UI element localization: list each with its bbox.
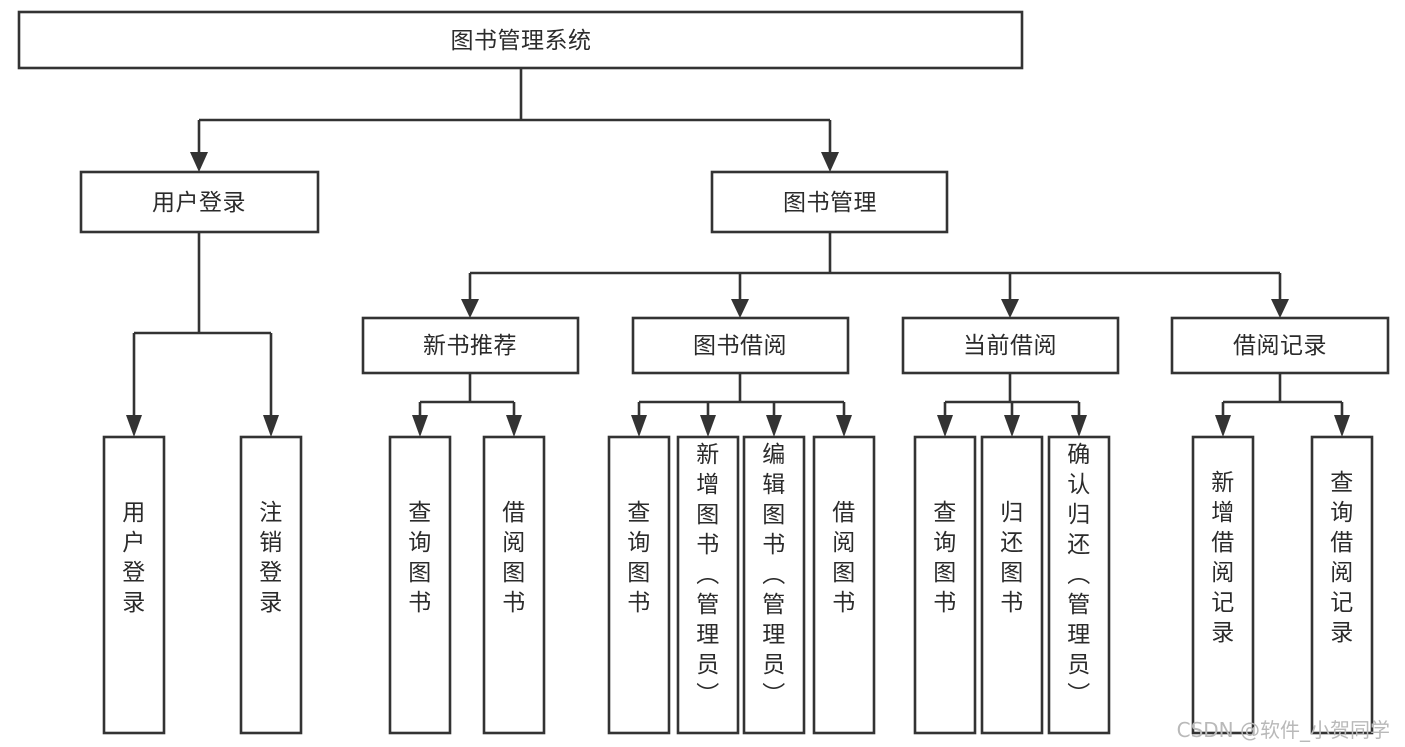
node-leaf-add-book-label: 新增图书︵管理员︶ bbox=[696, 442, 720, 708]
node-leaf-query-book-2[interactable]: 查询图书 bbox=[607, 435, 671, 735]
node-leaf-user-logout-box[interactable] bbox=[239, 435, 303, 735]
node-leaf-add-record-box[interactable] bbox=[1191, 435, 1255, 735]
node-leaf-edit-book-label: 编辑图书︵管理员︶ bbox=[762, 442, 786, 708]
node-user-login-label: 用户登录 bbox=[152, 190, 246, 216]
arrow-new-book-leaf-2 bbox=[506, 415, 522, 437]
arrow-root-to-user-login bbox=[190, 152, 208, 172]
node-leaf-query-book-1-box[interactable] bbox=[388, 435, 452, 735]
node-leaf-return-book[interactable]: 归还图书 bbox=[980, 435, 1044, 735]
node-leaf-query-book-3-label: 查询图书 bbox=[933, 500, 957, 616]
arrow-book-borrow-leaf-2 bbox=[700, 415, 716, 437]
node-new-book-recommend-box[interactable] bbox=[361, 316, 580, 375]
node-leaf-user-login-label: 用户登录 bbox=[122, 500, 146, 616]
arrow-book-borrow-leaf-1 bbox=[631, 415, 647, 437]
node-leaf-confirm-return-box[interactable] bbox=[1047, 435, 1111, 735]
arrow-root-to-book-manage bbox=[821, 152, 839, 172]
node-leaf-query-book-3-box[interactable] bbox=[913, 435, 977, 735]
arrow-current-borrow-leaf-1 bbox=[937, 415, 953, 437]
node-leaf-add-book[interactable]: 新增图书︵管理员︶ bbox=[676, 435, 740, 735]
node-book-borrow[interactable]: 图书借阅 bbox=[631, 316, 850, 375]
node-new-book-recommend[interactable]: 新书推荐 bbox=[361, 316, 580, 375]
node-leaf-query-book-2-label: 查询图书 bbox=[627, 500, 651, 616]
node-leaf-query-book-1-label: 查询图书 bbox=[408, 500, 432, 616]
arrow-current-borrow-leaf-3 bbox=[1071, 415, 1087, 437]
node-borrow-record-label: 借阅记录 bbox=[1233, 333, 1327, 359]
node-leaf-return-book-box[interactable] bbox=[980, 435, 1044, 735]
arrow-user-login-leaf-1 bbox=[126, 415, 142, 437]
arrow-book-borrow-leaf-3 bbox=[766, 415, 782, 437]
node-leaf-borrow-book-1[interactable]: 借阅图书 bbox=[482, 435, 546, 735]
arrow-borrow-record-leaf-2 bbox=[1334, 415, 1350, 437]
node-current-borrow-box[interactable] bbox=[901, 316, 1120, 375]
node-borrow-record[interactable]: 借阅记录 bbox=[1170, 316, 1390, 375]
node-leaf-return-book-label: 归还图书 bbox=[1000, 500, 1024, 616]
node-leaf-query-book-1[interactable]: 查询图书 bbox=[388, 435, 452, 735]
arrow-book-manage-borrow-record bbox=[1271, 299, 1289, 318]
node-leaf-edit-book-box[interactable] bbox=[742, 435, 806, 735]
node-leaf-borrow-book-2[interactable]: 借阅图书 bbox=[812, 435, 876, 735]
node-user-login-box[interactable] bbox=[79, 170, 320, 234]
arrow-book-manage-current-borrow bbox=[1001, 299, 1019, 318]
node-leaf-query-book-3[interactable]: 查询图书 bbox=[913, 435, 977, 735]
arrow-new-book-leaf-1 bbox=[412, 415, 428, 437]
node-book-borrow-label: 图书借阅 bbox=[693, 333, 787, 359]
arrow-user-login-leaf-2 bbox=[263, 415, 279, 437]
arrow-book-borrow-leaf-4 bbox=[836, 415, 852, 437]
arrow-book-manage-book-borrow bbox=[731, 299, 749, 318]
node-leaf-confirm-return-label: 确认归还︵管理员︶ bbox=[1067, 442, 1091, 708]
node-leaf-user-login[interactable]: 用户登录 bbox=[102, 435, 166, 735]
node-leaf-add-record-label: 新增借阅记录 bbox=[1211, 470, 1235, 646]
arrow-current-borrow-leaf-2 bbox=[1004, 415, 1020, 437]
node-leaf-borrow-book-2-label: 借阅图书 bbox=[832, 500, 856, 616]
node-root[interactable]: 图书管理系统 bbox=[17, 10, 1024, 70]
node-book-manage[interactable]: 图书管理 bbox=[710, 170, 949, 234]
node-new-book-recommend-label: 新书推荐 bbox=[423, 333, 517, 359]
node-leaf-add-book-box[interactable] bbox=[676, 435, 740, 735]
csdn-watermark: CSDN @软件_小贺同学 bbox=[1177, 718, 1390, 742]
node-leaf-borrow-book-1-label: 借阅图书 bbox=[502, 500, 526, 616]
node-current-borrow-label: 当前借阅 bbox=[963, 333, 1057, 359]
node-leaf-query-record-label: 查询借阅记录 bbox=[1330, 470, 1354, 646]
node-root-label: 图书管理系统 bbox=[451, 28, 592, 54]
node-book-manage-box[interactable] bbox=[710, 170, 949, 234]
node-leaf-add-record[interactable]: 新增借阅记录 bbox=[1191, 435, 1255, 735]
node-leaf-user-logout-label: 注销登录 bbox=[259, 500, 283, 616]
node-leaf-query-book-2-box[interactable] bbox=[607, 435, 671, 735]
node-leaf-user-logout[interactable]: 注销登录 bbox=[239, 435, 303, 735]
node-leaf-confirm-return[interactable]: 确认归还︵管理员︶ bbox=[1047, 435, 1111, 735]
arrow-book-manage-new-book bbox=[461, 299, 479, 318]
node-current-borrow[interactable]: 当前借阅 bbox=[901, 316, 1120, 375]
node-book-manage-label: 图书管理 bbox=[783, 190, 877, 216]
node-leaf-borrow-book-1-box[interactable] bbox=[482, 435, 546, 735]
node-leaf-user-login-box[interactable] bbox=[102, 435, 166, 735]
node-leaf-borrow-book-2-box[interactable] bbox=[812, 435, 876, 735]
node-user-login[interactable]: 用户登录 bbox=[79, 170, 320, 234]
connector-layer bbox=[126, 68, 1350, 437]
node-root-box[interactable] bbox=[17, 10, 1024, 70]
node-borrow-record-box[interactable] bbox=[1170, 316, 1390, 375]
node-book-borrow-box[interactable] bbox=[631, 316, 850, 375]
node-leaf-query-record-box[interactable] bbox=[1310, 435, 1374, 735]
arrow-borrow-record-leaf-1 bbox=[1215, 415, 1231, 437]
node-leaf-query-record[interactable]: 查询借阅记录 bbox=[1310, 435, 1374, 735]
node-leaf-edit-book[interactable]: 编辑图书︵管理员︶ bbox=[742, 435, 806, 735]
